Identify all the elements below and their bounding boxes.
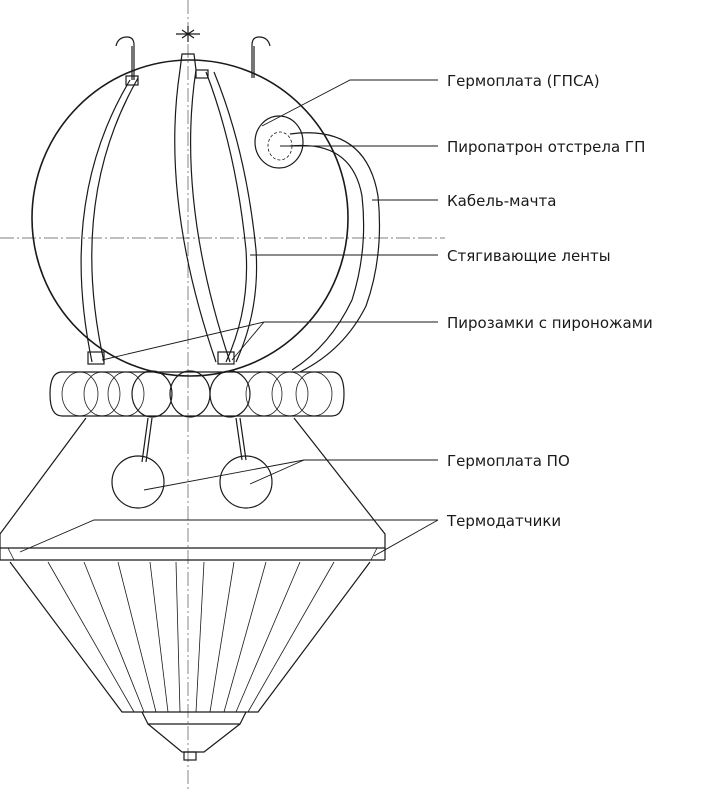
label-piropatron: Пиропатрон отстрела ГП	[447, 138, 645, 156]
tightening-straps	[80, 69, 258, 365]
toroidal-ring	[49, 370, 345, 418]
engine-cone	[9, 561, 371, 761]
label-hermoplata-gpsa: Гермоплата (ГПСА)	[447, 72, 600, 90]
label-pirozamki: Пирозамки с пироножами	[447, 314, 653, 332]
pressure-plate-po-left	[111, 455, 165, 509]
instrument-module	[0, 417, 386, 561]
top-antennas	[115, 26, 271, 80]
label-termodatchiki: Термодатчики	[446, 512, 561, 530]
label-hermoplata-po: Гермоплата ПО	[447, 452, 570, 470]
label-kabel-machta: Кабель-мачта	[447, 192, 556, 210]
label-styagivayushchie-lenty: Стягивающие ленты	[447, 247, 611, 265]
leader-lines	[19, 79, 439, 557]
hatch-plate	[254, 115, 304, 169]
pressure-plate-po-right	[219, 455, 273, 509]
descent-sphere	[31, 59, 349, 377]
cable-mast	[289, 132, 381, 373]
